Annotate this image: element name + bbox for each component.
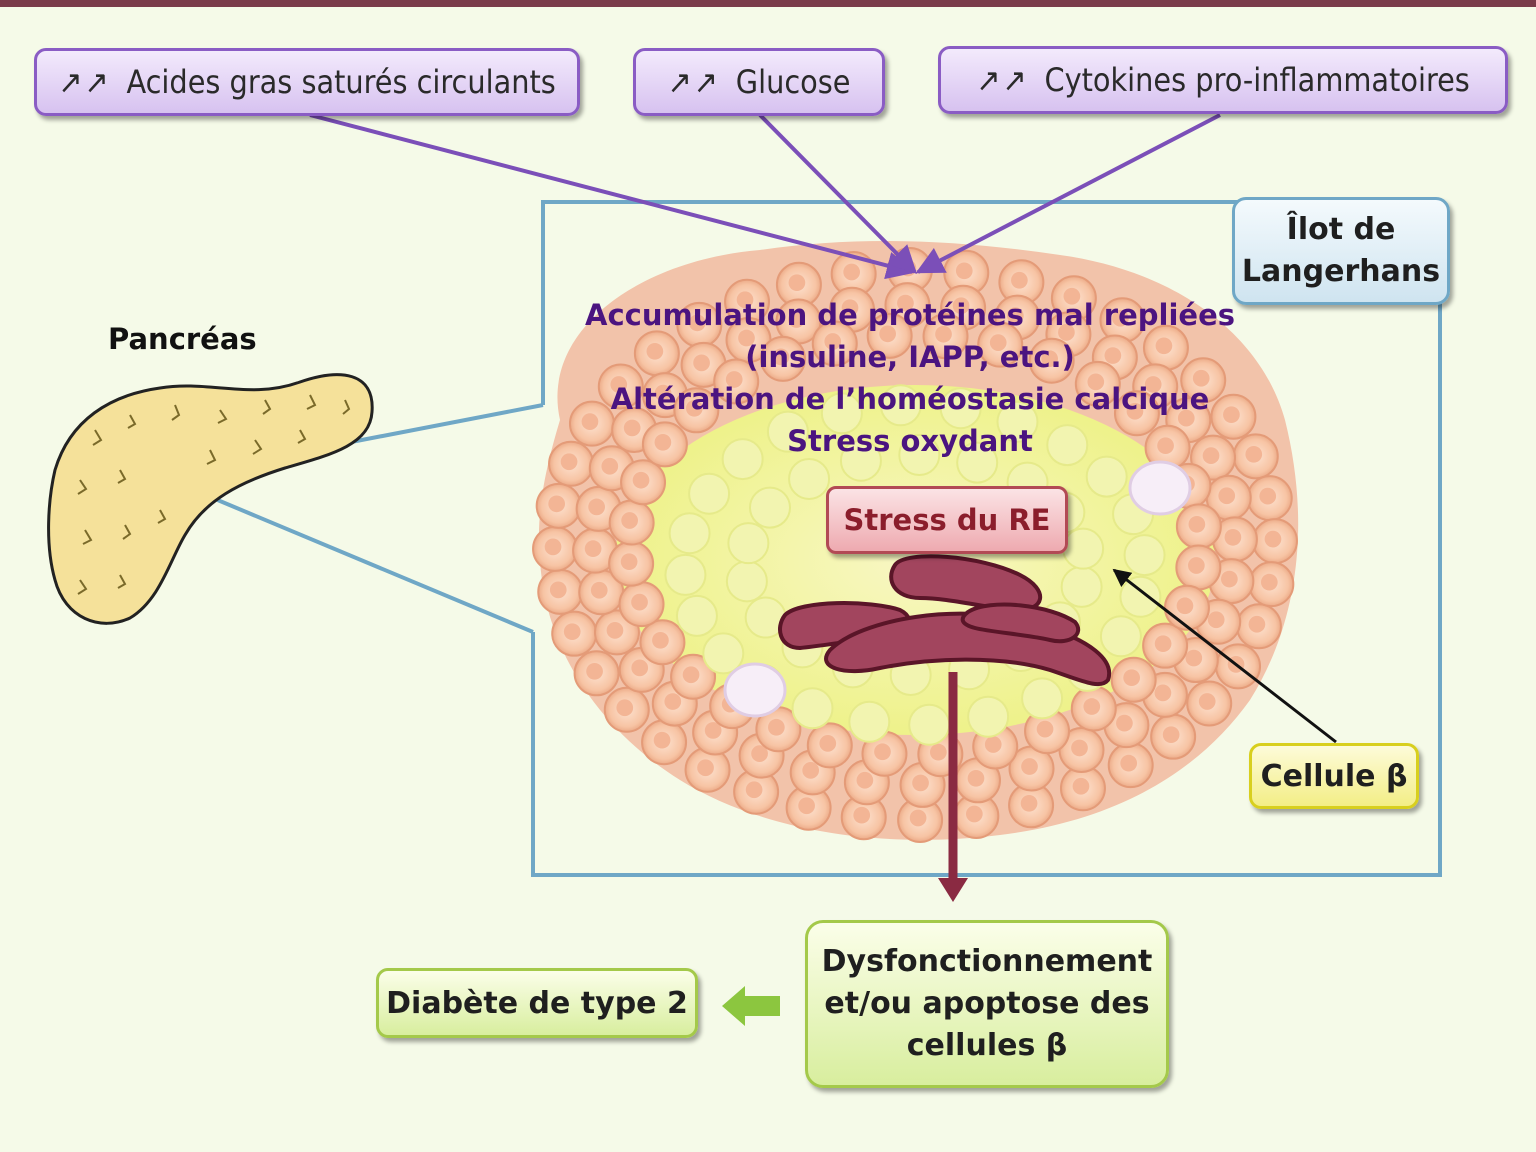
- arrow-glucose: [758, 113, 917, 274]
- input-cytokines: ↗↗ Cytokines pro-inflammatoires: [938, 46, 1508, 114]
- input-fatty-acids-label: Acides gras saturés circulants: [126, 63, 556, 101]
- arrow-down-head: [938, 878, 968, 902]
- input-cytokines-label: Cytokines pro-inflammatoires: [1044, 61, 1470, 99]
- er-stress-box: Stress du RE: [826, 486, 1068, 554]
- input-fatty-acids: ↗↗ Acides gras saturés circulants: [34, 48, 580, 116]
- outcome-line1: Dysfonctionnement: [821, 944, 1153, 979]
- arrow-fatty-acids: [309, 113, 915, 280]
- effect-oxidative-stress: Stress oxydant: [787, 424, 1033, 458]
- input-glucose: ↗↗ Glucose: [633, 48, 885, 116]
- effects-text: Accumulation de protéines mal repliées (…: [560, 294, 1260, 462]
- green-arrow: [722, 986, 780, 1026]
- effect-misfolded-proteins: Accumulation de protéines mal repliées: [585, 298, 1235, 332]
- top-bar: [0, 0, 1536, 7]
- er-stress-label: Stress du RE: [843, 503, 1051, 537]
- islet-label-line1: Îlot de: [1286, 212, 1396, 247]
- disease-box: Diabète de type 2: [376, 968, 698, 1038]
- er-illustration: [778, 554, 1112, 687]
- input-glucose-label: Glucose: [735, 63, 851, 101]
- effect-calcium: Altération de l’homéostasie calcique: [610, 382, 1210, 416]
- outcome-line2: et/ou apoptose des: [824, 986, 1150, 1021]
- increase-icon: ↗↗: [58, 63, 111, 101]
- pancreas-label: Pancréas: [108, 322, 257, 356]
- beta-cell-label: Cellule β: [1260, 758, 1408, 794]
- arrow-cytokines: [915, 113, 1221, 274]
- islet-label-line2: Langerhans: [1241, 254, 1441, 289]
- outcome-box: Dysfonctionnement et/ou apoptose des cel…: [805, 920, 1169, 1088]
- beta-cell-box: Cellule β: [1249, 743, 1419, 809]
- effect-misfolded-proteins-examples: (insuline, IAPP, etc.): [745, 340, 1075, 374]
- islet-label-box: Îlot de Langerhans: [1232, 197, 1450, 305]
- outcome-line3: cellules β: [906, 1028, 1068, 1063]
- zoom-frame: [531, 200, 1442, 877]
- increase-icon: ↗↗: [667, 63, 720, 101]
- pancreas-illustration: [47, 373, 374, 625]
- beta-cell-pointer: [1112, 568, 1337, 744]
- increase-icon: ↗↗: [976, 61, 1029, 99]
- disease-label: Diabète de type 2: [386, 985, 688, 1021]
- zoom-line-bottom: [164, 476, 534, 634]
